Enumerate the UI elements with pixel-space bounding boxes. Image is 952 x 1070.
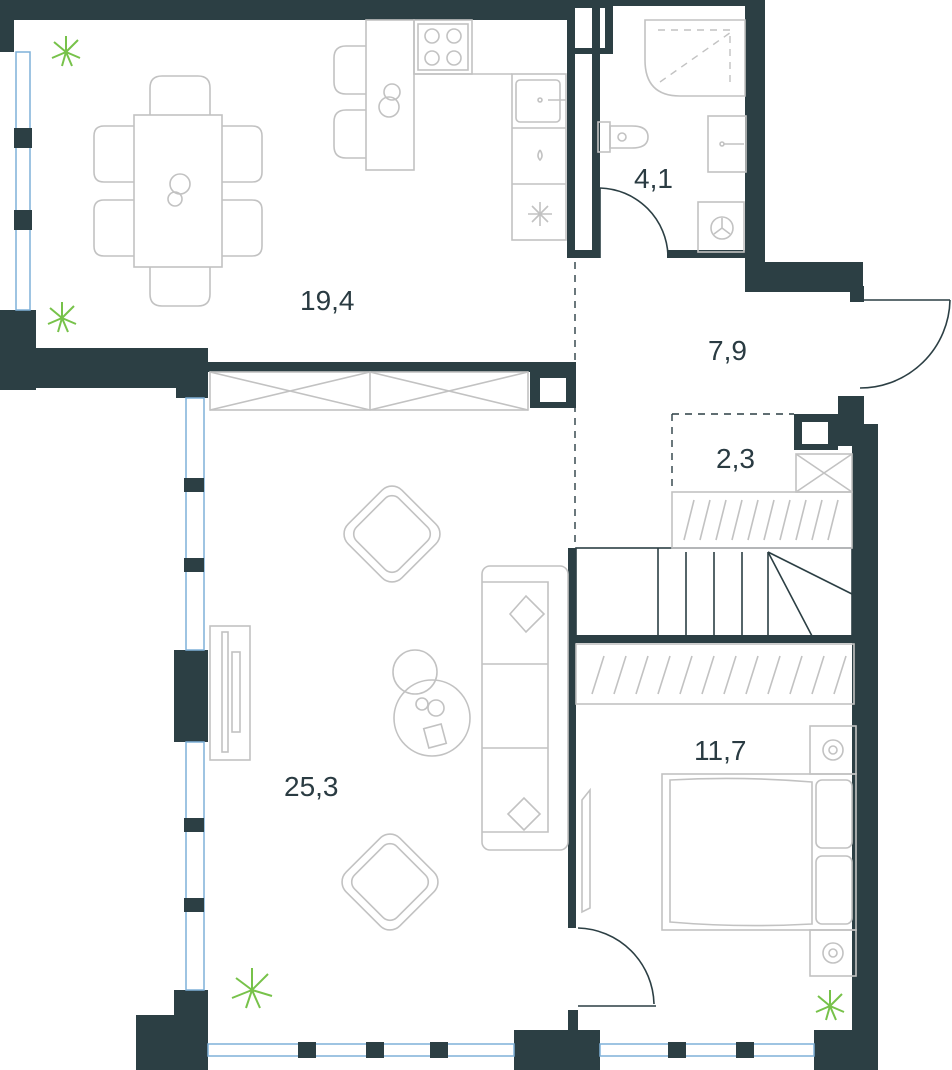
area-label-storage: 2,3	[716, 443, 755, 474]
coffee-table	[392, 649, 471, 757]
tv-stand	[209, 625, 251, 761]
plant-icon	[231, 968, 273, 1009]
plant-icon	[51, 36, 81, 67]
area-label-living: 25,3	[284, 771, 339, 802]
area-label-kitchen: 19,4	[300, 285, 355, 316]
dishwasher-icon	[528, 149, 552, 226]
area-label-bathroom: 4,1	[634, 163, 673, 194]
area-label-hallway: 7,9	[708, 335, 747, 366]
windows	[14, 51, 815, 1058]
armchair-top	[343, 485, 441, 583]
doors	[574, 187, 951, 1007]
sink-icon	[515, 79, 566, 123]
plant-icon	[47, 302, 77, 333]
bedroom-tv	[581, 787, 591, 914]
area-label-bedroom: 11,7	[694, 735, 746, 766]
plant-icon	[815, 990, 845, 1021]
stove-icon	[417, 23, 469, 71]
bathroom-sink-icon	[707, 115, 747, 173]
kitchen-furniture	[93, 19, 567, 307]
wardrobe-living	[209, 371, 529, 411]
shower-icon	[644, 19, 746, 97]
lamp-icon	[809, 725, 857, 977]
washer-icon	[697, 201, 745, 253]
bed	[661, 773, 857, 931]
toilet-icon	[597, 121, 649, 153]
staircase	[575, 453, 855, 705]
armchair-bottom	[341, 833, 439, 931]
sofa	[481, 565, 569, 851]
